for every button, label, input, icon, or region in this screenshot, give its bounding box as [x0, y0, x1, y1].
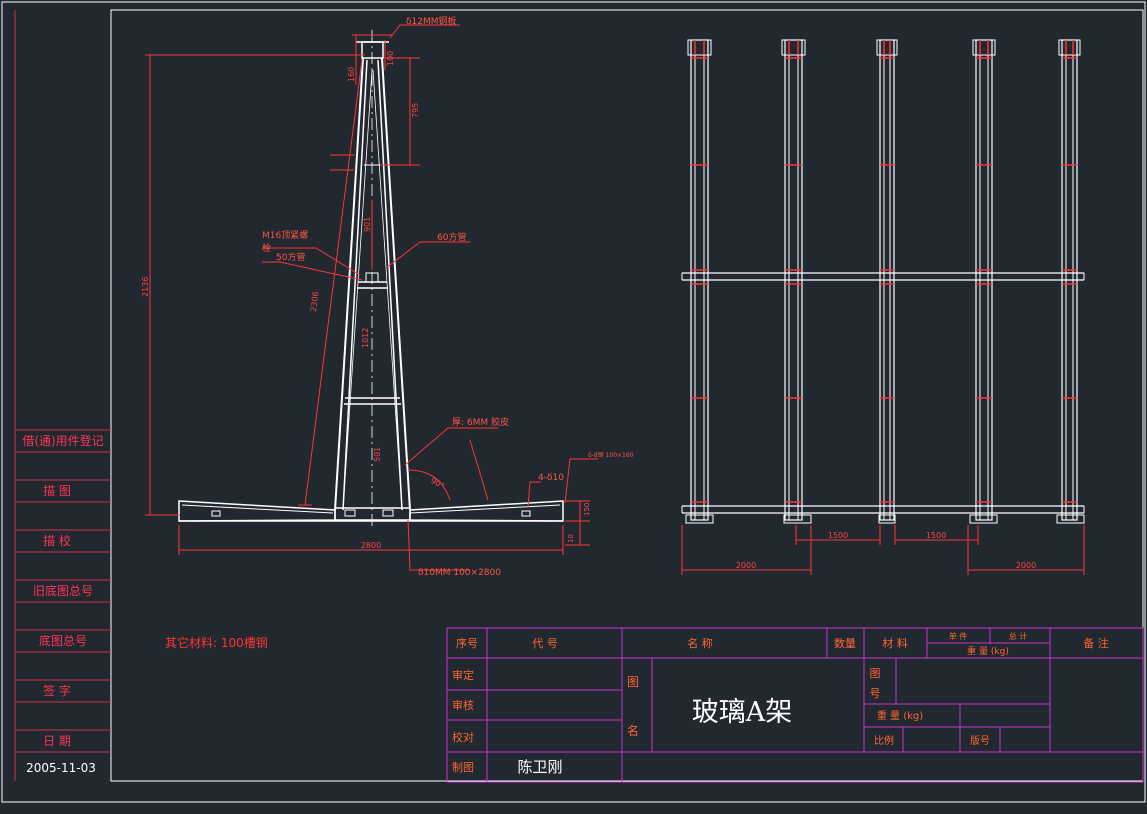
post-4: [969, 39, 998, 524]
version-label: 版号: [970, 734, 990, 747]
post-3: [876, 39, 898, 524]
header-seq: 序号: [456, 636, 478, 650]
dim-mid-1500-b: 1500: [926, 531, 946, 540]
strip-label-trace: 描 图: [43, 484, 71, 498]
dim-795: 795: [411, 103, 420, 118]
header-unit: 单 件: [949, 631, 968, 641]
header-code: 代 号: [532, 637, 558, 650]
row-approve: 审定: [452, 668, 474, 682]
label-tube-60: 60方管: [437, 231, 466, 243]
strip-label-sign: 签 字: [43, 683, 71, 698]
scale-label: 比例: [874, 734, 894, 747]
dim-10: 10: [567, 534, 575, 543]
a-frame-labels: δ12MM钢板 160 100 795 2136 2306 901 1012 5…: [141, 15, 634, 578]
a-frame-elevation: [178, 30, 564, 530]
dim-top-100: 100: [386, 51, 395, 66]
a-frame-dimensions: [145, 24, 598, 571]
row-check: 审核: [452, 698, 474, 712]
dim-1012: 1012: [361, 328, 370, 348]
drawing-title: 玻璃A架: [692, 697, 793, 728]
drawing-name-label-1: 图: [627, 675, 639, 689]
title-block-text: 序号 代 号 名 称 数量 材 料 单 件 总 计 重 量 (kg) 备 注 审…: [452, 631, 1109, 776]
strip-date-value: 2005-11-03: [26, 761, 96, 775]
header-name: 名 称: [687, 636, 713, 650]
dim-2800: 2800: [361, 541, 381, 550]
drawing-no-label-2: 号: [870, 687, 881, 700]
header-weight: 重 量 (kg): [967, 645, 1009, 657]
header-remark: 备 注: [1083, 636, 1109, 650]
row-draw: 制图: [452, 761, 474, 774]
dim-2306: 2306: [309, 291, 320, 312]
dim-left-2000: 2000: [736, 561, 756, 570]
dim-2136: 2136: [141, 277, 150, 297]
dim-mid-1500-a: 1500: [828, 531, 848, 540]
post-1: [685, 39, 714, 524]
header-total: 总 计: [1009, 631, 1028, 641]
plan-dimensions: [681, 525, 1085, 575]
weight-label: 重 量 (kg): [877, 709, 923, 722]
label-base-plate: δ10MM 100×2800: [418, 568, 501, 578]
dim-901: 901: [363, 217, 372, 232]
dim-150: 150: [583, 503, 591, 516]
strip-label-base-no: 底图总号: [39, 633, 87, 648]
label-bolt-2: 栓: [262, 242, 271, 254]
dim-591: 591: [373, 447, 382, 462]
header-qty: 数量: [834, 637, 856, 650]
strip-label-trace-check: 描 校: [43, 533, 71, 548]
label-tube-50: 50方管: [276, 251, 305, 263]
label-right-plate: δ-8钢 100×160: [588, 451, 634, 459]
header-material: 材 料: [882, 636, 908, 650]
row-proof: 校对: [452, 730, 474, 744]
left-registration-strip: 借(通)用件登记 描 图 描 校 旧底图总号 底图总号 签 字 日 期 2005…: [14, 10, 111, 781]
label-top-plate: δ12MM钢板: [406, 15, 457, 27]
plan-dimension-labels: 2000 1500 1500 2000: [736, 531, 1036, 570]
plan-red-accents: [691, 40, 1077, 503]
dim-right-2000: 2000: [1016, 561, 1036, 570]
label-bolt: M16顶紧螺: [262, 230, 308, 241]
label-holes: 4-δ10: [538, 473, 564, 483]
drawing-name-label-2: 名: [627, 723, 639, 738]
title-block: [446, 627, 1144, 783]
label-rubber: 厚: 6MM 胶皮: [452, 416, 509, 428]
post-2: [781, 39, 812, 524]
strip-label-date: 日 期: [43, 734, 71, 748]
strip-label-old-base-no: 旧底图总号: [33, 583, 93, 598]
inner-border: [110, 9, 1144, 782]
label-angle: 90°: [429, 476, 446, 491]
drawing-no-label-1: 图: [870, 667, 881, 680]
post-5: [1056, 39, 1085, 524]
strip-label-register: 借(通)用件登记: [22, 433, 103, 448]
drawer-name: 陈卫刚: [517, 758, 562, 776]
dim-top-160: 160: [347, 67, 356, 82]
plan-view: [681, 39, 1085, 524]
other-materials-note: 其它材料: 100槽钢: [165, 635, 268, 650]
